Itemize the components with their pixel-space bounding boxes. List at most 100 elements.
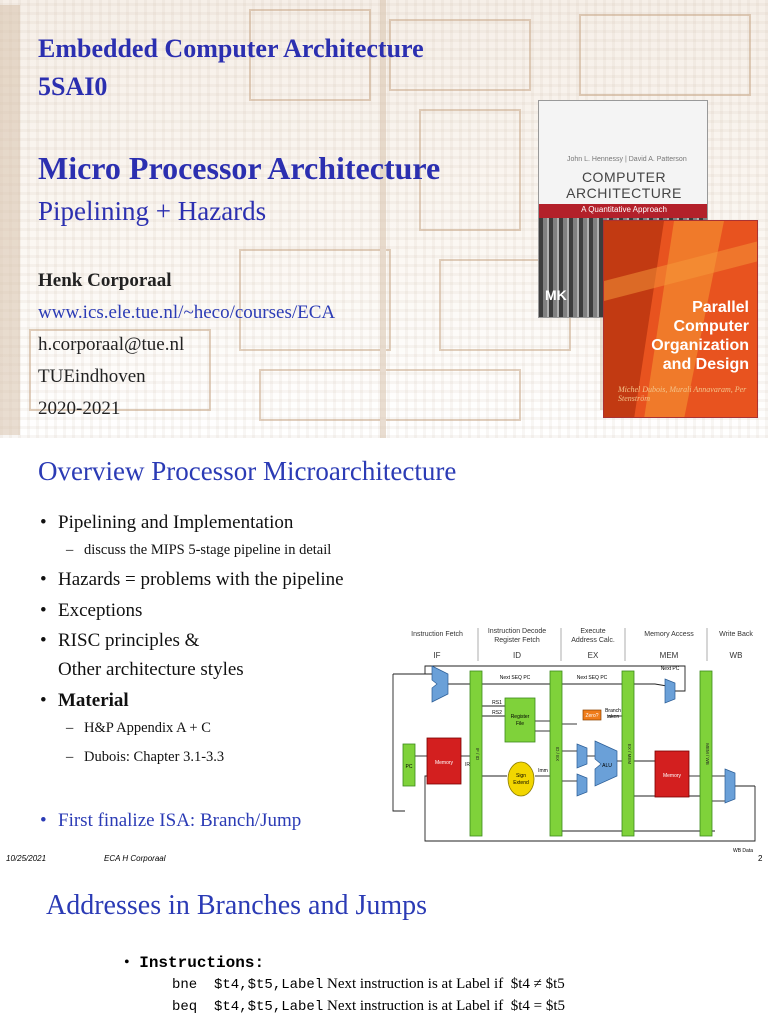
alu-icon (594, 740, 618, 787)
bullet-dot-icon: • (40, 690, 47, 711)
alu-input-mux-a-icon (576, 743, 588, 769)
sign-extend-unit (507, 761, 535, 797)
pc-label: PC (406, 764, 413, 770)
register-file-label-l1: Register (511, 714, 530, 720)
imm-label: Imm (538, 768, 548, 774)
data-memory-label: Memory (663, 773, 682, 779)
register-file-label-l2: File (516, 721, 524, 727)
author-email: h.corporaal@tue.nl (38, 334, 185, 355)
stage-wb-name: Write Back (719, 631, 753, 638)
bullet-hazards-text: Hazards = problems with the pipeline (58, 569, 344, 590)
academic-year: 2020-2021 (38, 398, 121, 419)
alu-input-mux-b-icon (576, 773, 588, 797)
ir-label: IR (465, 762, 470, 768)
branch-taken-label-l2: taken (607, 714, 619, 720)
book1-title-line1: COMPUTER (581, 169, 667, 185)
lecture-subheading: Pipelining + Hazards (38, 196, 267, 226)
zero-test-unit (582, 709, 602, 721)
slide2-title: Overview Processor Microarchitecture (38, 456, 457, 486)
writeback-mux-icon (724, 768, 736, 804)
slide3-title: Addresses in Branches and Jumps (46, 890, 428, 921)
dash-icon: – (66, 542, 74, 558)
instruction-desc-bne: Next instruction is at Label if $t4 ≠ $t… (326, 976, 565, 992)
book2-title-line4: and Design (662, 356, 749, 373)
book2-authors: Michel Dubois, Murali Annavaram, Per Ste… (618, 385, 747, 403)
bullet-isa: •First finalize ISA: Branch/Jump (40, 810, 301, 832)
instruction-row-beq: beq $t4,$t5,Label Next instruction is at… (172, 998, 565, 1015)
book1-authors: John L. Hennessy | David A. Patterson (567, 156, 687, 163)
stage-if-abbr: IF (433, 651, 440, 660)
subbullet-mips-text: discuss the MIPS 5-stage pipeline in det… (84, 542, 332, 558)
ex-mem-register (621, 670, 635, 837)
footer-date: 10/25/2021 (6, 854, 47, 863)
mem-wb-register (699, 670, 713, 837)
stage-if-name: Instruction Fetch (411, 631, 463, 638)
pc-adder-icon (431, 665, 449, 703)
pc-register (402, 743, 416, 787)
book1-publisher-logo: MK (545, 287, 567, 303)
bullet-pipelining: • Pipelining and Implementation (40, 512, 293, 534)
stage-id-name-l1: Instruction Decode (488, 628, 546, 635)
bullet-dot-icon: • (124, 954, 130, 971)
instruction-code-beq: beq $t4,$t5,Label (172, 999, 324, 1015)
stage-id-name-l2: Register Fetch (494, 637, 540, 644)
stage-mem-name: Memory Access (644, 631, 694, 638)
subbullet-hp-text: H&P Appendix A + C (84, 720, 211, 736)
id-ex-register (549, 670, 563, 837)
bullet-dot-icon: • (40, 810, 47, 831)
dash-icon: – (66, 720, 74, 736)
book2-title-line2: Computer (673, 318, 749, 335)
bullet-hazards: • Hazards = problems with the pipeline (40, 569, 344, 591)
bullet-dot-icon: • (40, 600, 47, 621)
bullet-risc: • RISC principles & (40, 630, 199, 652)
zero-test-label: Zero? (585, 713, 598, 719)
bullet-dot-icon: • (40, 512, 47, 533)
if-id-register (469, 670, 483, 837)
mips-pipeline-diagram: Instruction Fetch IF Instruction Decode … (392, 628, 756, 854)
bullet-exceptions-text: Exceptions (58, 600, 143, 621)
bullet-pipelining-text: Pipelining and Implementation (58, 512, 294, 533)
book1-subtitle: A Quantitative Approach (581, 205, 667, 214)
instructions-heading-text: Instructions: (139, 954, 265, 972)
book1-red-band (539, 204, 707, 218)
course-url-link[interactable]: www.ics.ele.tue.nl/~heco/courses/ECA (38, 302, 336, 323)
alu-label: ALU (602, 763, 612, 769)
instruction-code-bne: bne $t4,$t5,Label (172, 977, 324, 993)
subbullet-dubois: –Dubois: Chapter 3.1-3.3 (66, 749, 224, 766)
register-file (504, 697, 536, 743)
rs1-label: RS1 (492, 700, 502, 706)
bullet-material-text: Material (58, 690, 129, 711)
ex-mem-label: EX / MEM (627, 744, 632, 765)
rs2-label: RS2 (492, 710, 502, 716)
bullet-risc-text: RISC principles & (58, 630, 200, 651)
instruction-memory (426, 737, 462, 785)
branches-slide: Addresses in Branches and Jumps • Instru… (0, 870, 768, 1024)
subbullet-hp: –H&P Appendix A + C (66, 720, 211, 737)
data-memory (654, 750, 690, 798)
bullet-dot-icon: • (40, 569, 47, 590)
book2-title-line3: Organization (651, 337, 749, 354)
sign-extend-label-l1: Sign (516, 773, 526, 779)
if-id-label: IF / ID (475, 748, 480, 761)
instruction-desc-beq: Next instruction is at Label if $t4 = $t… (326, 998, 565, 1014)
stage-mem-abbr: MEM (660, 651, 679, 660)
bullet-dot-icon: • (40, 630, 47, 651)
instructions-heading: • Instructions: (124, 954, 264, 972)
next-seq-pc-label-1: Next SEQ PC (500, 675, 531, 681)
instruction-memory-label: Memory (435, 760, 454, 766)
subbullet-mips: –discuss the MIPS 5-stage pipeline in de… (66, 542, 331, 559)
wb-data-label: WB Data (733, 848, 753, 854)
mem-wb-label: MEM / WB (705, 743, 710, 765)
next-pc-mux-icon (664, 678, 676, 704)
book2-title-line1: Parallel (692, 299, 749, 316)
author-name: Henk Corporaal (38, 270, 172, 291)
sign-extend-label-l2: Extend (513, 780, 529, 786)
lecture-heading: Micro Processor Architecture (38, 150, 441, 186)
stage-ex-abbr: EX (588, 651, 599, 660)
page-number: 2 (758, 854, 763, 863)
instruction-row-bne: bne $t4,$t5,Label Next instruction is at… (172, 976, 565, 993)
next-seq-pc-label-2: Next SEQ PC (577, 675, 608, 681)
book-cover-parallel-computer: Parallel Computer Organization and Desig… (603, 220, 758, 418)
stage-ex-name-l1: Execute (580, 628, 605, 635)
bullet-material: • Material (40, 690, 129, 712)
